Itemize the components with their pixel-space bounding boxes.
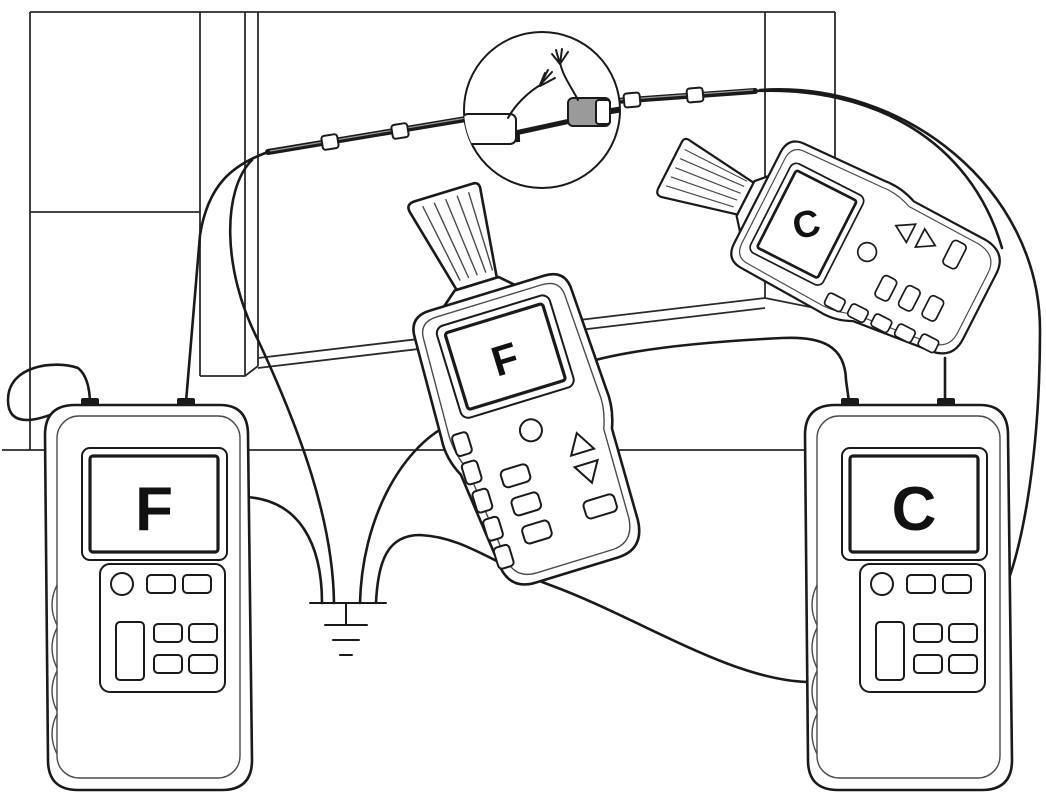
left-transmitter-label: F [135, 475, 173, 544]
pillar-base [200, 365, 259, 377]
side-button [460, 459, 483, 486]
lcd-screen [443, 302, 567, 411]
power-button [518, 418, 543, 443]
keypad-button [874, 274, 898, 302]
transmitter-inner-rim [56, 415, 241, 779]
ground-icon [309, 602, 387, 656]
lcd-screen [848, 454, 980, 554]
keypad-button [897, 284, 921, 312]
keypad-button [913, 654, 943, 674]
arrow-right-icon [914, 227, 937, 249]
side-button [823, 292, 846, 313]
side-button [893, 323, 916, 344]
keypad-button [913, 623, 943, 643]
inset-sleeve-right-band [595, 99, 611, 125]
side-button [471, 487, 494, 514]
side-button [917, 333, 940, 354]
wall-cable [265, 86, 758, 155]
arrow-left-icon [894, 223, 918, 245]
cable-break-inset [463, 31, 621, 189]
keypad-button [942, 239, 967, 270]
wire-cable-to-left-transmitter [184, 150, 270, 404]
power-button [110, 572, 134, 596]
side-button [451, 431, 473, 457]
keypad-button [906, 574, 936, 594]
wire-left-transmitter-to-ground [244, 495, 324, 605]
side-button [492, 543, 515, 570]
room-outline [2, 11, 836, 451]
inset-exposed-wire-left [507, 83, 543, 119]
inset-wire-strands-right [551, 48, 569, 65]
wire-cable-to-top-right-receiver [753, 89, 1004, 250]
power-button [870, 572, 894, 596]
inset-sleeve-left [464, 113, 517, 145]
cable-clip [685, 86, 705, 104]
side-grip [51, 584, 58, 755]
keypad-tall-button [115, 621, 145, 681]
wire-cable-to-ground [228, 158, 336, 605]
keypad-button [948, 623, 978, 643]
keypad-button [188, 654, 218, 674]
cable-segment-left-highlight [269, 117, 467, 152]
wire-left-transmitter-loop [6, 363, 92, 422]
side-button [846, 303, 870, 324]
wire-right-transmitter-to-middle-receiver [586, 336, 851, 404]
wire-cable-loop-to-right-transmitter [758, 88, 1042, 590]
cable-clip [390, 122, 410, 140]
side-button [482, 515, 504, 542]
receiver-inner-rim [738, 149, 992, 346]
top-right-receiver: C [656, 137, 1001, 355]
right-transmitter-label: C [892, 475, 937, 544]
keypad-button [510, 491, 543, 517]
left-transmitter: F [43, 398, 254, 792]
lcd-screen [88, 454, 220, 554]
keypad-button [146, 574, 176, 594]
arrow-up-icon [569, 431, 597, 458]
power-button [856, 241, 878, 263]
cable-segment-left [265, 116, 469, 155]
cable-clip [622, 91, 642, 109]
keypad-button [188, 623, 218, 643]
cable-clip [320, 133, 340, 151]
right-transmitter: C [803, 398, 1014, 792]
inset-cable-middle [514, 117, 576, 136]
inset-exposed-wire-right [559, 61, 579, 101]
sensor-head-fins [422, 191, 494, 281]
middle-receiver: F [407, 181, 641, 586]
lcd-screen [756, 169, 858, 279]
keypad-button [153, 623, 183, 643]
sensor-head-fins [665, 148, 748, 208]
side-grip [811, 584, 818, 755]
keypad-button [948, 654, 978, 674]
keypad-button [521, 519, 553, 545]
keypad-button [499, 463, 532, 489]
keypad-tall-button [875, 621, 905, 681]
receiver-inner-rim [421, 282, 631, 576]
wire-middle-receiver-to-ground [358, 423, 450, 605]
transmitter-inner-rim [816, 415, 1001, 779]
keypad-button [921, 294, 945, 322]
keypad-button [153, 654, 183, 674]
keypad-button [182, 574, 212, 594]
keypad-button [582, 493, 618, 520]
keypad-button [942, 574, 972, 594]
inset-wire-strands-left [539, 69, 556, 87]
arrow-down-icon [572, 458, 599, 485]
side-button [870, 313, 893, 334]
